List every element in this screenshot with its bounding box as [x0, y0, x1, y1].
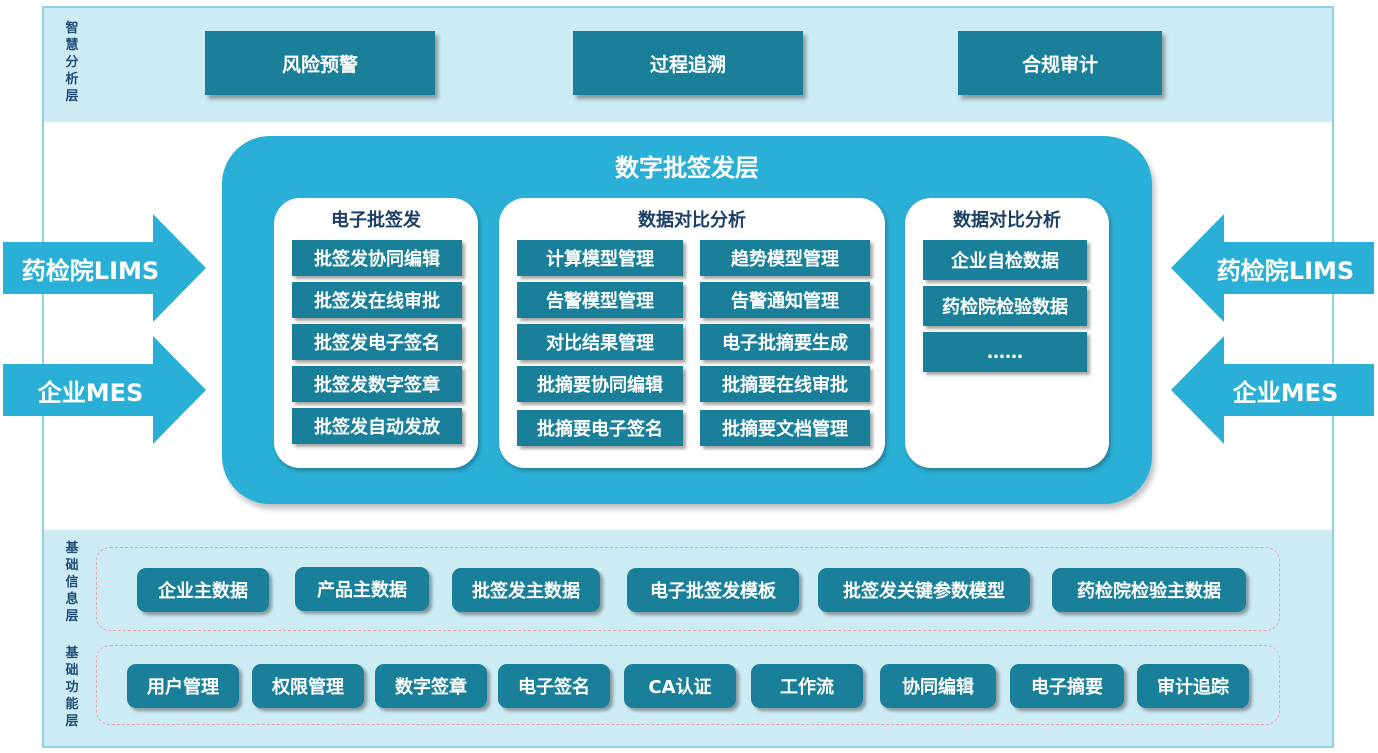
cell-item: 批摘要协同编辑	[517, 366, 683, 402]
basic-function-item: 电子签名	[498, 664, 610, 708]
basic-info-item: 电子批签发模板	[627, 568, 799, 612]
basic-layers-band	[44, 530, 1332, 746]
basic-info-item: 企业主数据	[137, 568, 269, 612]
top-box-risk-warning: 风险预警	[205, 31, 435, 95]
arrow-right-mes	[1171, 336, 1374, 444]
basic-function-item: 数字签章	[375, 664, 487, 708]
arrow-right-lims-label: 药检院LIMS	[1216, 256, 1355, 285]
cell-item: 计算模型管理	[517, 240, 683, 276]
panel-electronic-release-title: 电子批签发	[331, 210, 421, 231]
cell-item: 批签发电子签名	[292, 324, 462, 360]
arrow-left-lims	[3, 214, 206, 322]
basic-function-group	[96, 645, 1280, 725]
cell-item: 批签发数字签章	[292, 366, 462, 402]
panel-data-source-title: 数据对比分析	[953, 210, 1061, 231]
top-box-compliance-audit: 合规审计	[958, 31, 1162, 95]
cell-item: 对比结果管理	[517, 324, 683, 360]
cell-item: 告警通知管理	[700, 282, 870, 318]
basic-function-item: 协同编辑	[880, 664, 996, 708]
cell-item: 批签发在线审批	[292, 282, 462, 318]
basic-function-item: 工作流	[751, 664, 863, 708]
cell-item: 批摘要在线审批	[700, 366, 870, 402]
basic-function-item: 权限管理	[252, 664, 364, 708]
arrow-left-lims-label: 药检院LIMS	[21, 256, 160, 285]
cell-item: 批摘要电子签名	[517, 410, 683, 446]
cell-item: 药检院检验数据	[923, 286, 1087, 326]
basic-info-item: 药检院检验主数据	[1052, 568, 1246, 612]
arrow-right-lims	[1171, 214, 1374, 322]
basic-function-item: CA认证	[624, 664, 736, 708]
cell-item: 企业自检数据	[923, 240, 1087, 280]
top-box-process-trace: 过程追溯	[573, 31, 803, 95]
cell-item: 批签发自动发放	[292, 408, 462, 444]
cell-item: 电子批摘要生成	[700, 324, 870, 360]
cell-item: 批签发协同编辑	[292, 240, 462, 276]
basic-info-item: 批签发关键参数模型	[818, 568, 1030, 612]
basic-function-item: 用户管理	[127, 664, 239, 708]
basic-info-item: 产品主数据	[295, 567, 429, 611]
basic-function-item: 电子摘要	[1010, 664, 1124, 708]
core-title: 数字批签发层	[615, 154, 759, 182]
cell-item: 趋势模型管理	[700, 240, 870, 276]
cell-item: 批摘要文档管理	[700, 410, 870, 446]
digital-batch-release-layer: 数字批签发层 电子批签发 批签发协同编辑 批签发在线审批 批签发电子签名 批签发…	[222, 136, 1152, 504]
arrow-right-mes-label: 企业MES	[1232, 378, 1339, 407]
layer-label-smart-analysis: 智慧分析层	[65, 21, 79, 104]
panel-data-comparison-title: 数据对比分析	[638, 210, 746, 231]
layer-label-basic-info: 基础信息层	[65, 541, 79, 624]
basic-function-item: 审计追踪	[1137, 664, 1249, 708]
cell-item: 告警模型管理	[517, 282, 683, 318]
arrow-left-mes-label: 企业MES	[37, 378, 144, 407]
arrow-left-mes	[3, 336, 206, 444]
panel-data-source: 数据对比分析 企业自检数据 药检院检验数据 ……	[905, 198, 1109, 468]
panel-data-comparison: 数据对比分析 计算模型管理 趋势模型管理 告警模型管理 告警通知管理 对比结果管…	[499, 198, 885, 468]
basic-info-group	[96, 547, 1280, 631]
cell-item: ……	[923, 332, 1087, 372]
layer-label-basic-function: 基础功能层	[65, 646, 79, 729]
basic-info-item: 批签发主数据	[452, 568, 600, 612]
panel-electronic-release: 电子批签发 批签发协同编辑 批签发在线审批 批签发电子签名 批签发数字签章 批签…	[274, 198, 478, 468]
